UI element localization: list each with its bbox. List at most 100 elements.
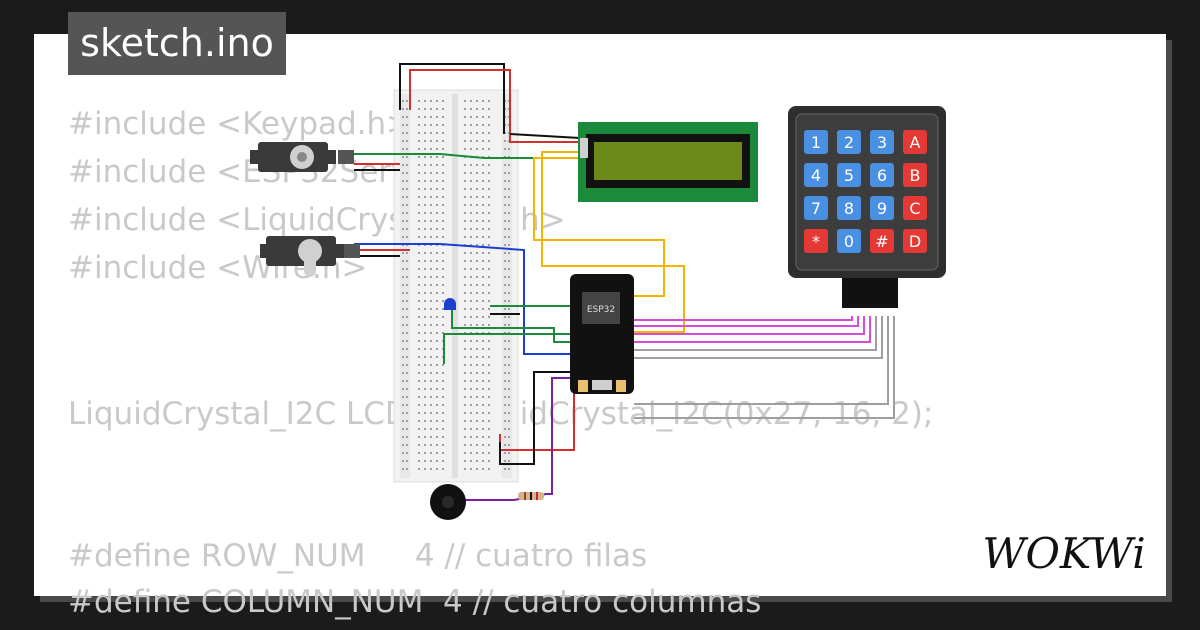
breadboard-hole <box>476 276 478 278</box>
breadboard-hole <box>482 316 484 318</box>
breadboard-hole <box>464 404 466 406</box>
keypad-key[interactable] <box>804 163 828 187</box>
breadboard-hole <box>402 212 404 214</box>
breadboard-hole <box>436 308 438 310</box>
breadboard-hole <box>476 380 478 382</box>
breadboard-hole <box>464 204 466 206</box>
breadboard-hole <box>430 348 432 350</box>
breadboard-hole <box>442 124 444 126</box>
breadboard-hole <box>442 460 444 462</box>
breadboard-hole <box>442 100 444 102</box>
breadboard-hole <box>488 196 490 198</box>
breadboard-hole <box>470 396 472 398</box>
breadboard-hole <box>436 444 438 446</box>
lcd-icon <box>578 122 758 202</box>
breadboard-hole <box>442 228 444 230</box>
breadboard-hole <box>504 236 506 238</box>
breadboard-hole <box>504 172 506 174</box>
breadboard-hole <box>470 180 472 182</box>
breadboard-hole <box>430 396 432 398</box>
breadboard-hole <box>464 148 466 150</box>
file-tab[interactable]: sketch.ino <box>68 12 286 75</box>
breadboard-hole <box>406 116 408 118</box>
breadboard-hole <box>402 380 404 382</box>
breadboard-hole <box>424 172 426 174</box>
breadboard-hole <box>470 212 472 214</box>
breadboard-hole <box>424 388 426 390</box>
breadboard-hole <box>406 308 408 310</box>
breadboard-hole <box>504 308 506 310</box>
breadboard-hole <box>402 188 404 190</box>
wokwi-logo-icon: WOKWi <box>982 529 1145 578</box>
breadboard-hole <box>406 460 408 462</box>
keypad-key[interactable] <box>870 130 894 154</box>
breadboard-hole <box>442 204 444 206</box>
breadboard-hole <box>504 356 506 358</box>
breadboard-hole <box>424 348 426 350</box>
breadboard-hole <box>470 316 472 318</box>
breadboard-hole <box>402 428 404 430</box>
keypad-key[interactable] <box>804 229 828 253</box>
breadboard-hole <box>442 300 444 302</box>
breadboard-hole <box>430 164 432 166</box>
breadboard-hole <box>436 356 438 358</box>
breadboard-hole <box>488 308 490 310</box>
breadboard-hole <box>424 420 426 422</box>
breadboard-hole <box>436 252 438 254</box>
breadboard-hole <box>418 196 420 198</box>
breadboard-hole <box>424 188 426 190</box>
keypad-key[interactable] <box>903 229 927 253</box>
breadboard-hole <box>508 172 510 174</box>
keypad-key[interactable] <box>804 196 828 220</box>
breadboard-hole <box>504 316 506 318</box>
keypad-key[interactable] <box>870 229 894 253</box>
breadboard-hole <box>508 268 510 270</box>
breadboard-hole <box>418 148 420 150</box>
breadboard-hole <box>476 324 478 326</box>
breadboard-hole <box>406 452 408 454</box>
breadboard-hole <box>402 300 404 302</box>
keypad-key[interactable] <box>903 130 927 154</box>
breadboard-hole <box>470 108 472 110</box>
breadboard-hole <box>424 428 426 430</box>
breadboard-hole <box>430 284 432 286</box>
breadboard-hole <box>424 260 426 262</box>
breadboard-hole <box>482 388 484 390</box>
keypad-key[interactable] <box>837 229 861 253</box>
breadboard-hole <box>464 364 466 366</box>
breadboard-hole <box>508 372 510 374</box>
breadboard-hole <box>406 156 408 158</box>
breadboard-hole <box>504 428 506 430</box>
keypad-key[interactable] <box>837 163 861 187</box>
keypad-key[interactable] <box>903 163 927 187</box>
breadboard-hole <box>482 244 484 246</box>
breadboard-hole <box>402 292 404 294</box>
breadboard-hole <box>418 348 420 350</box>
breadboard-hole <box>482 364 484 366</box>
breadboard-hole <box>418 156 420 158</box>
keypad-key[interactable] <box>837 196 861 220</box>
breadboard-hole <box>508 468 510 470</box>
breadboard-hole <box>406 180 408 182</box>
keypad-key[interactable] <box>903 196 927 220</box>
breadboard-hole <box>508 364 510 366</box>
breadboard-hole <box>488 268 490 270</box>
breadboard-hole <box>482 164 484 166</box>
breadboard-hole <box>406 436 408 438</box>
keypad-key[interactable] <box>870 196 894 220</box>
keypad-key[interactable] <box>870 163 894 187</box>
breadboard-hole <box>430 212 432 214</box>
breadboard-hole <box>488 340 490 342</box>
breadboard-hole <box>488 348 490 350</box>
breadboard-hole <box>464 164 466 166</box>
keypad-key[interactable] <box>804 130 828 154</box>
breadboard-hole <box>436 268 438 270</box>
keypad-key[interactable] <box>837 130 861 154</box>
breadboard-hole <box>508 420 510 422</box>
breadboard-hole <box>430 204 432 206</box>
breadboard-hole <box>508 276 510 278</box>
breadboard-hole <box>482 396 484 398</box>
breadboard-hole <box>504 300 506 302</box>
breadboard-hole <box>402 228 404 230</box>
breadboard-hole <box>464 316 466 318</box>
